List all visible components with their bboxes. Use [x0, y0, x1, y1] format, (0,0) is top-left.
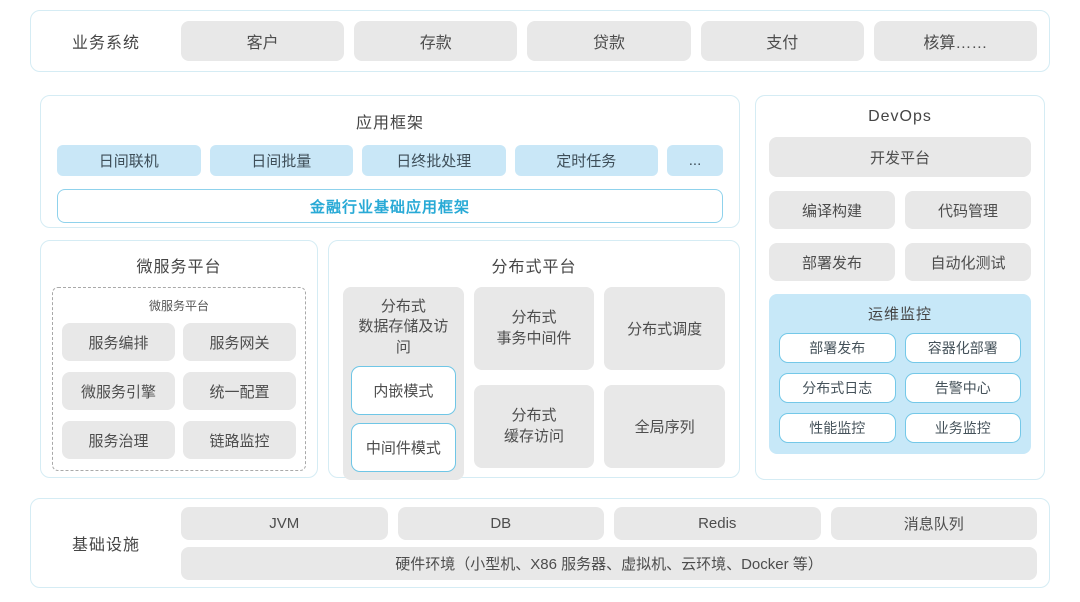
appfw-item-scheduled-task: 定时任务 [514, 145, 658, 176]
distributed-card: 分布式平台 分布式 数据存储及访问 内嵌模式 中间件模式 分布式 事务中间件 分… [328, 240, 740, 480]
monitor-item-distributed-log: 分布式日志 [779, 373, 896, 403]
microservice-inner-title: 微服务平台 [148, 299, 209, 313]
infra-item-jvm: JVM [181, 506, 388, 540]
monitor-item-deploy: 部署发布 [779, 333, 896, 363]
distributed-cache-access: 分布式 缓存访问 [473, 385, 595, 468]
storage-mode-embedded: 内嵌模式 [351, 365, 456, 415]
appfw-item-daytime-online: 日间联机 [57, 145, 201, 176]
monitor-item-performance: 性能监控 [779, 413, 896, 443]
microservice-grid: 服务编排 服务网关 微服务引擎 统一配置 服务治理 链路监控 [62, 323, 296, 459]
monitor-item-business: 业务监控 [904, 413, 1021, 443]
appfw-item-eod-batch: 日终批处理 [362, 145, 506, 176]
business-layer-card: 业务系统 客户 存款 贷款 支付 核算…… [30, 10, 1050, 72]
distributed-col-3: 分布式调度 全局序列 [604, 287, 726, 468]
distributed-scheduling: 分布式调度 [604, 287, 726, 370]
devops-grid: 编译构建 代码管理 部署发布 自动化测试 [769, 191, 1031, 281]
infrastructure-label: 基础设施 [71, 537, 140, 554]
infra-item-redis: Redis [614, 506, 821, 540]
micro-item-trace-monitor: 链路监控 [183, 421, 296, 459]
base-framework-box: 金融行业基础应用框架 [57, 189, 723, 223]
distributed-transaction-middleware: 分布式 事务中间件 [473, 287, 595, 370]
business-item-customer: 客户 [181, 21, 345, 61]
distributed-storage-box: 分布式 数据存储及访问 内嵌模式 中间件模式 [343, 287, 464, 480]
business-item-deposit: 存款 [354, 21, 518, 61]
infrastructure-row: JVM DB Redis 消息队列 [181, 506, 1037, 540]
microservice-dashed-box: 微服务平台 服务编排 服务网关 微服务引擎 统一配置 服务治理 链路监控 [52, 287, 306, 471]
app-framework-card: 应用框架 日间联机 日间批量 日终批处理 定时任务 ... 金融行业基础应用框架 [40, 95, 740, 228]
ops-monitoring-panel: 运维监控 部署发布 容器化部署 分布式日志 告警中心 性能监控 业务监控 [769, 294, 1031, 454]
global-sequence: 全局序列 [604, 385, 726, 468]
devops-dev-platform: 开发平台 [769, 137, 1031, 177]
business-item-accounting: 核算…… [873, 21, 1038, 61]
distributed-col-storage: 分布式 数据存储及访问 内嵌模式 中间件模式 [343, 287, 464, 480]
micro-item-gateway: 服务网关 [183, 323, 296, 361]
devops-item-deploy: 部署发布 [769, 243, 895, 281]
distributed-col-2: 分布式 事务中间件 分布式 缓存访问 [473, 287, 595, 468]
devops-item-build: 编译构建 [769, 191, 895, 229]
app-framework-title: 应用框架 [355, 115, 424, 132]
monitor-item-container-deploy: 容器化部署 [904, 333, 1021, 363]
distributed-body: 分布式 数据存储及访问 内嵌模式 中间件模式 分布式 事务中间件 分布式 缓存访… [343, 287, 726, 480]
business-layer-label: 业务系统 [71, 35, 140, 52]
micro-item-config: 统一配置 [183, 372, 296, 410]
micro-item-engine: 微服务引擎 [62, 372, 175, 410]
monitor-item-alert-center: 告警中心 [904, 373, 1021, 403]
infra-item-mq: 消息队列 [830, 506, 1037, 540]
microservice-title: 微服务平台 [136, 259, 222, 276]
appfw-item-more: ... [667, 145, 723, 176]
devops-item-auto-test: 自动化测试 [905, 243, 1031, 281]
devops-title: DevOps [868, 108, 932, 125]
infrastructure-content: JVM DB Redis 消息队列 硬件环境（小型机、X86 服务器、虚拟机、云… [181, 506, 1037, 580]
hardware-environment-box: 硬件环境（小型机、X86 服务器、虚拟机、云环境、Docker 等） [181, 546, 1037, 580]
business-item-loan: 贷款 [527, 21, 691, 61]
ops-monitoring-title: 运维监控 [867, 306, 932, 323]
infrastructure-card: 基础设施 JVM DB Redis 消息队列 硬件环境（小型机、X86 服务器、… [30, 498, 1050, 588]
devops-item-code-mgmt: 代码管理 [905, 191, 1031, 229]
devops-card: DevOps 开发平台 编译构建 代码管理 部署发布 自动化测试 运维监控 部署… [755, 95, 1045, 480]
microservice-card: 微服务平台 微服务平台 服务编排 服务网关 微服务引擎 统一配置 服务治理 链路… [40, 240, 318, 478]
ops-monitoring-grid: 部署发布 容器化部署 分布式日志 告警中心 性能监控 业务监控 [779, 333, 1021, 443]
infra-item-db: DB [397, 506, 604, 540]
business-items-row: 客户 存款 贷款 支付 核算…… [181, 21, 1038, 61]
storage-mode-middleware: 中间件模式 [351, 422, 456, 472]
app-framework-row: 日间联机 日间批量 日终批处理 定时任务 ... [57, 145, 723, 176]
business-item-payment: 支付 [700, 21, 864, 61]
distributed-title: 分布式平台 [491, 259, 577, 276]
micro-item-governance: 服务治理 [62, 421, 175, 459]
distributed-storage-title: 分布式 数据存储及访问 [358, 298, 449, 356]
micro-item-orchestration: 服务编排 [62, 323, 175, 361]
appfw-item-daytime-batch: 日间批量 [209, 145, 353, 176]
